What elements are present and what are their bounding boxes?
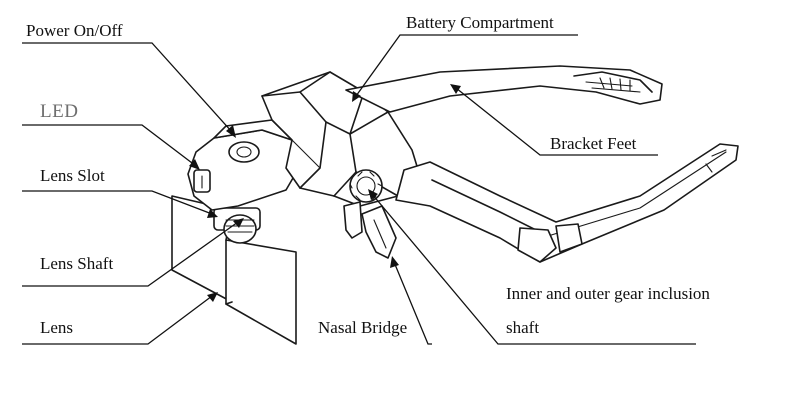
side-arm (395, 143, 739, 263)
label-nasal-bridge: Nasal Bridge (318, 318, 408, 337)
label-battery-compartment: Battery Compartment (406, 13, 554, 32)
label-bracket-feet: Bracket Feet (550, 134, 637, 153)
label-shaft: shaft (506, 318, 540, 337)
label-lens-shaft: Lens Shaft (40, 254, 114, 273)
front-housing (187, 119, 301, 211)
leader-lines (22, 34, 696, 345)
gear-and-bridge (343, 169, 397, 259)
label-lens: Lens (40, 318, 74, 337)
label-power-on-off: Power On/Off (26, 21, 123, 40)
label-led: LED (40, 101, 79, 122)
label-gear-inclusion: Inner and outer gear inclusion (506, 284, 710, 303)
bracket-arm (345, 65, 663, 113)
label-lens-slot: Lens Slot (40, 166, 105, 185)
